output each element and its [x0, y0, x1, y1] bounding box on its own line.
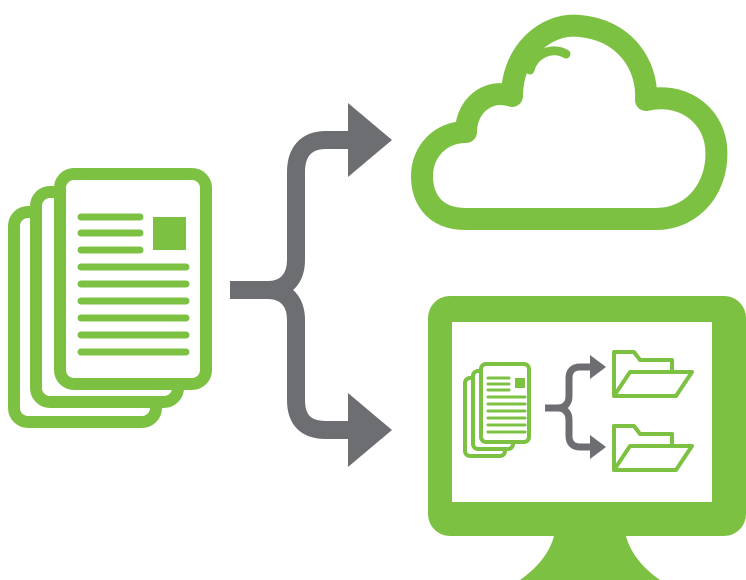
- cloud-icon: [411, 14, 728, 230]
- computer-monitor-icon: [428, 296, 746, 580]
- folder-icon: [612, 424, 694, 472]
- split-arrow-icon: [230, 103, 392, 467]
- monitor-stand: [520, 525, 660, 580]
- mini-document-stack-icon: [463, 362, 531, 458]
- document-text-lines: [77, 213, 190, 356]
- folder-icon: [612, 350, 694, 398]
- document-picture-block: [153, 217, 186, 250]
- document-stack-icon: [8, 168, 212, 428]
- cloud-highlight: [525, 46, 571, 75]
- mini-split-arrow-icon: [545, 355, 606, 459]
- arrow-head-up: [348, 103, 392, 177]
- arrow-head-down: [348, 393, 392, 467]
